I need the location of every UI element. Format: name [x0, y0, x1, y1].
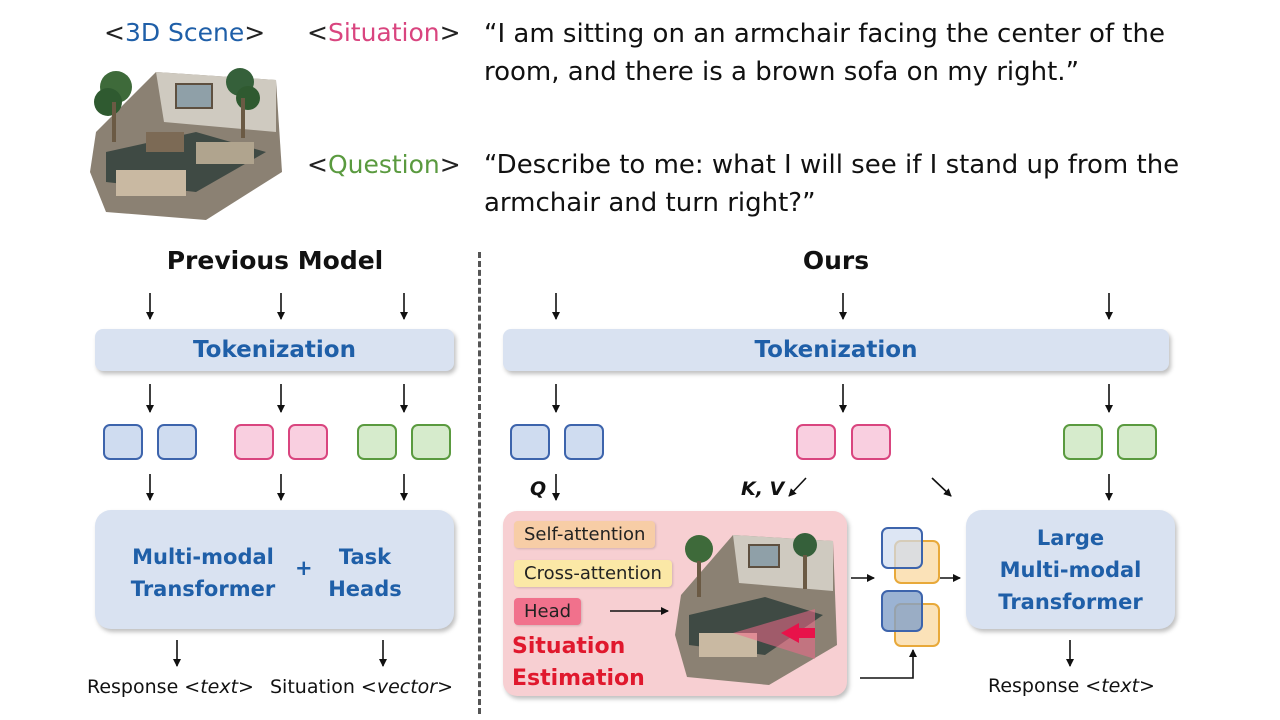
previous-model-title: Previous Model	[166, 246, 384, 275]
task-heads-line2: Heads	[328, 577, 402, 601]
situation-token-blue-1	[881, 527, 923, 569]
situation-tag-open: <	[307, 18, 328, 47]
task-heads-line1: Task	[338, 545, 392, 569]
multimodal-line2: Transformer	[130, 577, 276, 601]
prev-situation-type: <vector>	[360, 676, 454, 698]
ours-situation-token-1	[796, 424, 836, 460]
prev-response-output: Response <text>	[87, 676, 254, 698]
return-path-arrow	[860, 649, 917, 679]
prev-situation-label: Situation	[270, 676, 361, 698]
situation-tag-label: Situation	[327, 18, 440, 47]
ours-situation-to-llm-arrow	[931, 477, 952, 497]
prev-situation-output: Situation <vector>	[270, 676, 453, 698]
ours-title: Ours	[802, 246, 870, 275]
ours-scene-token-1	[510, 424, 550, 460]
prev-question-token-2	[411, 424, 451, 460]
llm-line3: Transformer	[998, 590, 1143, 614]
scene-tag-close: >	[244, 18, 266, 47]
head-block: Head	[514, 598, 582, 625]
prev-question-token-1	[357, 424, 397, 460]
ours-kv-arrow	[788, 477, 807, 497]
q-label: Q	[530, 478, 547, 500]
situation-estimation-label: Situation Estimation	[512, 631, 645, 695]
ours-question-token-1	[1063, 424, 1103, 460]
previous-model-box: Multi-modal Transformer + Task Heads	[95, 510, 454, 629]
question-tag-close: >	[439, 150, 461, 179]
prev-response-label: Response	[87, 676, 185, 698]
scene-tag-open: <	[104, 18, 125, 47]
task-heads-label: Task Heads	[319, 541, 411, 605]
situation-text: “I am sitting on an armchair facing the …	[484, 19, 1165, 87]
multimodal-transformer-label: Multi-modal Transformer	[113, 541, 293, 605]
prev-scene-token-2	[157, 424, 197, 460]
situation-tag-close: >	[439, 18, 461, 47]
situation-estimation-line1: Situation	[512, 634, 626, 659]
prev-situation-token-2	[288, 424, 328, 460]
scene-tag: <3D Scene>	[104, 18, 265, 47]
ours-situation-token-2	[851, 424, 891, 460]
question-tag-label: Question	[327, 150, 440, 179]
kv-label: K, V	[741, 478, 785, 500]
cross-attention-block: Cross-attention	[514, 560, 672, 587]
large-multimodal-transformer-box: Large Multi-modal Transformer	[966, 510, 1175, 629]
llm-line1: Large	[1036, 526, 1105, 550]
self-attention-block: Self-attention	[514, 521, 656, 548]
ours-scene-token-2	[564, 424, 604, 460]
llm-label: Large Multi-modal Transformer	[966, 522, 1175, 618]
scene-image	[90, 68, 282, 220]
scene-tag-label: 3D Scene	[124, 18, 245, 47]
previous-tokenization-bar: Tokenization	[95, 329, 454, 371]
llm-line2: Multi-modal	[999, 558, 1142, 582]
prev-scene-token-1	[103, 424, 143, 460]
multimodal-line1: Multi-modal	[132, 545, 274, 569]
ours-response-type: <text>	[1085, 675, 1155, 697]
question-tag-open: <	[307, 150, 328, 179]
section-divider	[478, 252, 481, 714]
situation-tag: <Situation>	[307, 18, 461, 47]
estimation-scene-image	[675, 533, 837, 685]
situation-token-blue-2	[881, 590, 923, 632]
prev-response-type: <text>	[184, 676, 254, 698]
ours-response-output: Response <text>	[988, 675, 1155, 697]
question-text: “Describe to me: what I will see if I st…	[484, 150, 1180, 218]
ours-question-token-2	[1117, 424, 1157, 460]
prev-situation-token-1	[234, 424, 274, 460]
ours-response-label: Response	[988, 675, 1086, 697]
situation-estimation-panel: Self-attention Cross-attention Head Situ…	[503, 511, 847, 696]
situation-estimation-line2: Estimation	[512, 666, 645, 691]
plus-sign: +	[295, 556, 313, 580]
question-tag: <Question>	[307, 150, 461, 179]
ours-tokenization-bar: Tokenization	[503, 329, 1169, 371]
